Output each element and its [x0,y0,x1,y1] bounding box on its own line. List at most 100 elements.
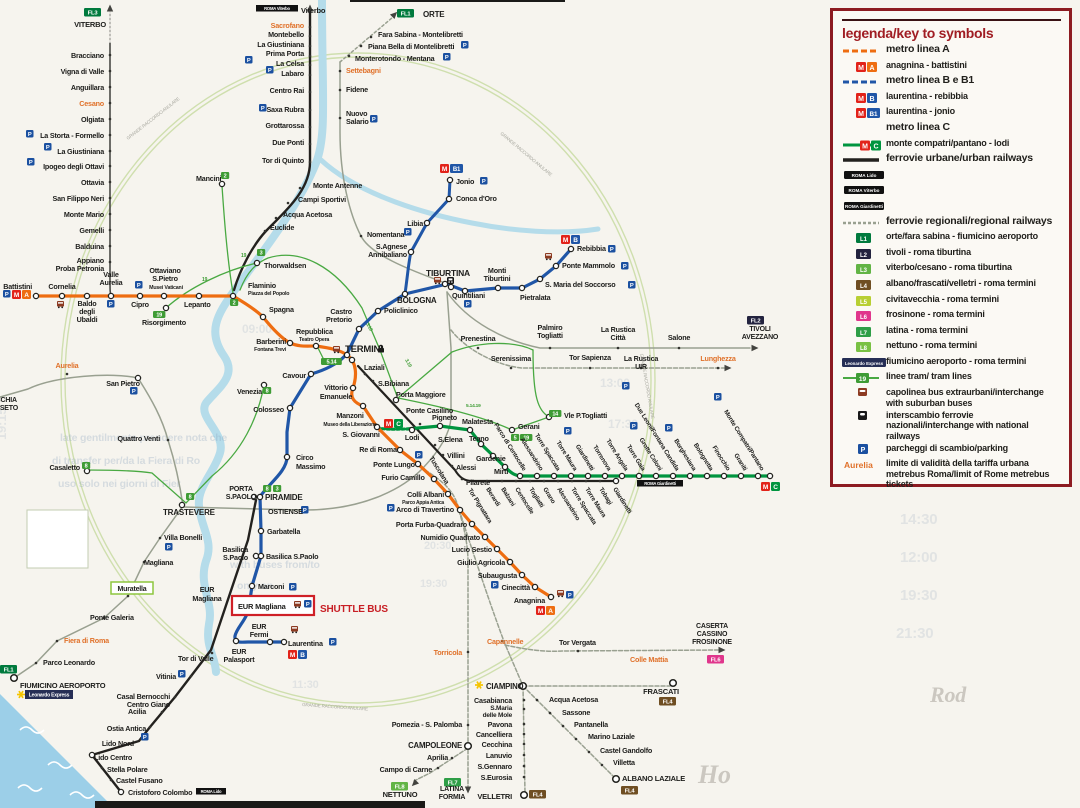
station-tick [263,229,267,233]
station-label: Malatesta [462,417,494,426]
metro-badge-b-text: B [300,652,305,659]
station-label: Pomezia - S. Palomba [392,720,463,729]
parking-badge-text: P [137,283,141,289]
transit-line [522,685,617,780]
station-tick [522,707,526,711]
river [318,157,601,235]
metro-badge-a [546,606,555,615]
station-tick [466,723,470,727]
station-tick [485,479,489,483]
station-label: Baldo [78,299,98,308]
station-dot [601,472,609,480]
station-dot [552,262,560,270]
station-dot [430,475,438,483]
tram-badge-text: 5.14 [326,359,337,365]
station-label: Monte Mario [64,210,105,219]
station-tick [108,117,112,121]
station-label: La Storta - Formello [40,131,105,140]
station-label: Saxa Rubra [266,105,305,114]
metro-badge-m [384,419,393,428]
legend-label: nettuno - roma termini [886,340,978,351]
legend-title: legenda/key to symbols [842,25,994,41]
station-label: ORTE [423,10,445,19]
legend-lead: L2 [842,247,886,261]
muratella-label: Muratella [118,586,147,593]
station-tick [142,560,146,564]
scan-edge [350,0,565,2]
metro-badge-c-text: C [396,421,401,428]
station-label: 3.19 [364,322,374,333]
bus-icon [557,590,564,596]
station-tick [522,742,526,746]
station-label: TIVOLI [749,326,771,333]
bus-icon [291,631,294,634]
legend-symbol [858,410,867,420]
station-label: Barberini [256,337,286,346]
svg-text:P: P [861,447,866,454]
station-dot [374,307,382,315]
station-label: Colli Albani [407,490,444,499]
inset-box [26,509,89,569]
legend-symbol: Leonardo Express [842,357,886,367]
station-tick [108,228,112,232]
bus-icon [337,351,340,354]
station-label: CASERTA [696,623,728,630]
metro-badge-m [561,235,570,244]
station-label: Ubaldi [77,315,98,324]
parking-badge [443,53,451,61]
direction-arrow [106,4,114,12]
legend-symbol [842,122,886,136]
legend-row: interscambio ferrovie nazionali/intercha… [842,410,1061,442]
parking-badge [3,290,11,298]
station-tick [166,438,170,442]
national-rail-icon [447,277,454,284]
station-tick [522,722,526,726]
station-dot [283,453,291,461]
station-dot [456,506,464,514]
metro-badge-m-text: M [14,292,19,299]
station-label: Garbatella [267,527,301,536]
station-dot [506,558,514,566]
legend-lead [842,410,886,424]
tram-badge [230,299,239,306]
station-label: Balduina [75,242,105,251]
transit-line [0,374,139,398]
bus-icon [334,347,339,349]
station-tick [308,34,312,38]
legend-symbol: ROMA Viterbo [844,186,884,195]
station-label: Mancini [196,174,222,183]
station-label: AVEZZANO [742,334,779,341]
station-dot [547,593,555,601]
metro-badge-a-text: A [548,608,553,615]
tram-badge-text: 3 [276,486,279,492]
legend-lead: ROMA Lido [842,169,886,183]
parking-badge-text: P [261,106,265,112]
transit-line [522,685,526,794]
parking-badge [665,424,673,432]
parking-badge-text: P [143,735,147,741]
parking-badge [491,581,499,589]
station-tick [418,422,422,426]
station-dot [401,290,409,298]
parking-badge-text: P [624,384,628,390]
station-label: ALBANO LAZIALE [622,774,685,783]
station-label: Monte Antenne [313,181,362,190]
station-label: Cipro [131,300,150,309]
station-label: TERMINI [345,344,383,355]
svg-text:B: B [869,96,874,103]
station-dot [83,292,91,300]
station-label: Battistini [3,282,32,291]
legend-lead: L5 [842,294,886,308]
station-tick [514,479,518,483]
station-dot [493,545,501,553]
station-label: S. Giovanni [342,430,380,439]
legend-lead: L4 [842,278,886,292]
parking-badge [44,143,52,151]
urban-route-badge [637,480,683,487]
station-label: S.Elena [438,435,464,444]
svg-text:ROMA Giardinetti: ROMA Giardinetti [845,204,883,209]
station-label: Ottaviano [149,266,181,275]
